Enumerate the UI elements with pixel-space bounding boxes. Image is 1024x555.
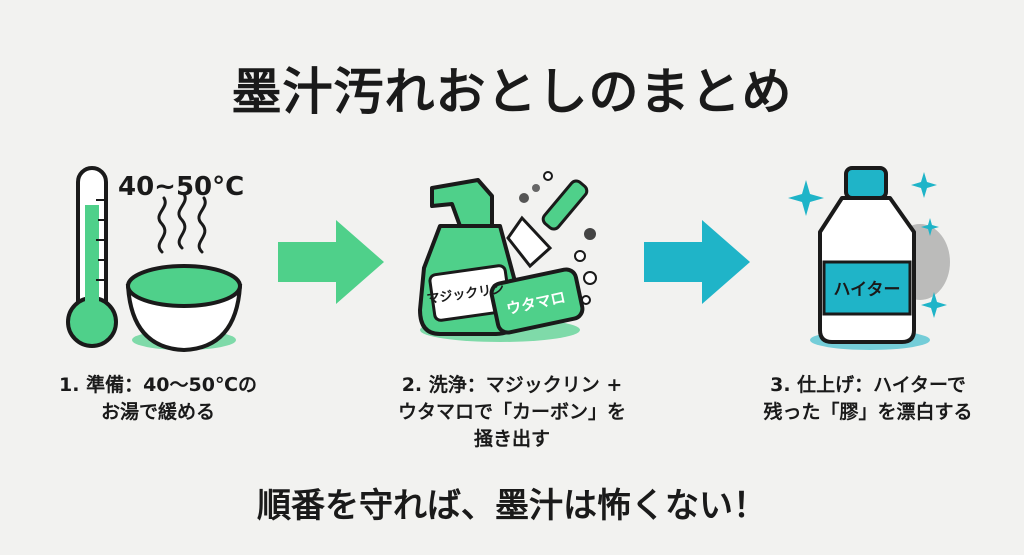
bleach-bottle-label: ハイター — [834, 280, 901, 300]
thermometer-icon — [66, 166, 118, 348]
steam-icon — [157, 192, 207, 254]
bowl-icon — [125, 264, 243, 353]
bleach-bottle-icon — [810, 166, 950, 350]
arrow-right-icon — [644, 220, 750, 304]
sparkle-icon — [788, 172, 947, 318]
brush-icon — [506, 171, 596, 269]
arrow-right-icon — [278, 220, 384, 304]
footer-message: 順番を守れば、墨汁は怖くない！ — [257, 486, 767, 526]
temperature-label: 40~50°C — [118, 172, 245, 202]
step-2-text: 2. 洗浄：マジックリン + ウタマロで「カーボン」を 掻き出す — [397, 374, 626, 450]
page-title: 墨汁汚れおとしのまとめ — [231, 63, 793, 121]
step-3-text: 3. 仕上げ：ハイターで 残った「膠」を漂白する — [763, 374, 973, 423]
step-1-text: 1. 準備：40〜50℃の お湯で緩める — [59, 374, 257, 423]
soap-icon — [489, 267, 597, 335]
